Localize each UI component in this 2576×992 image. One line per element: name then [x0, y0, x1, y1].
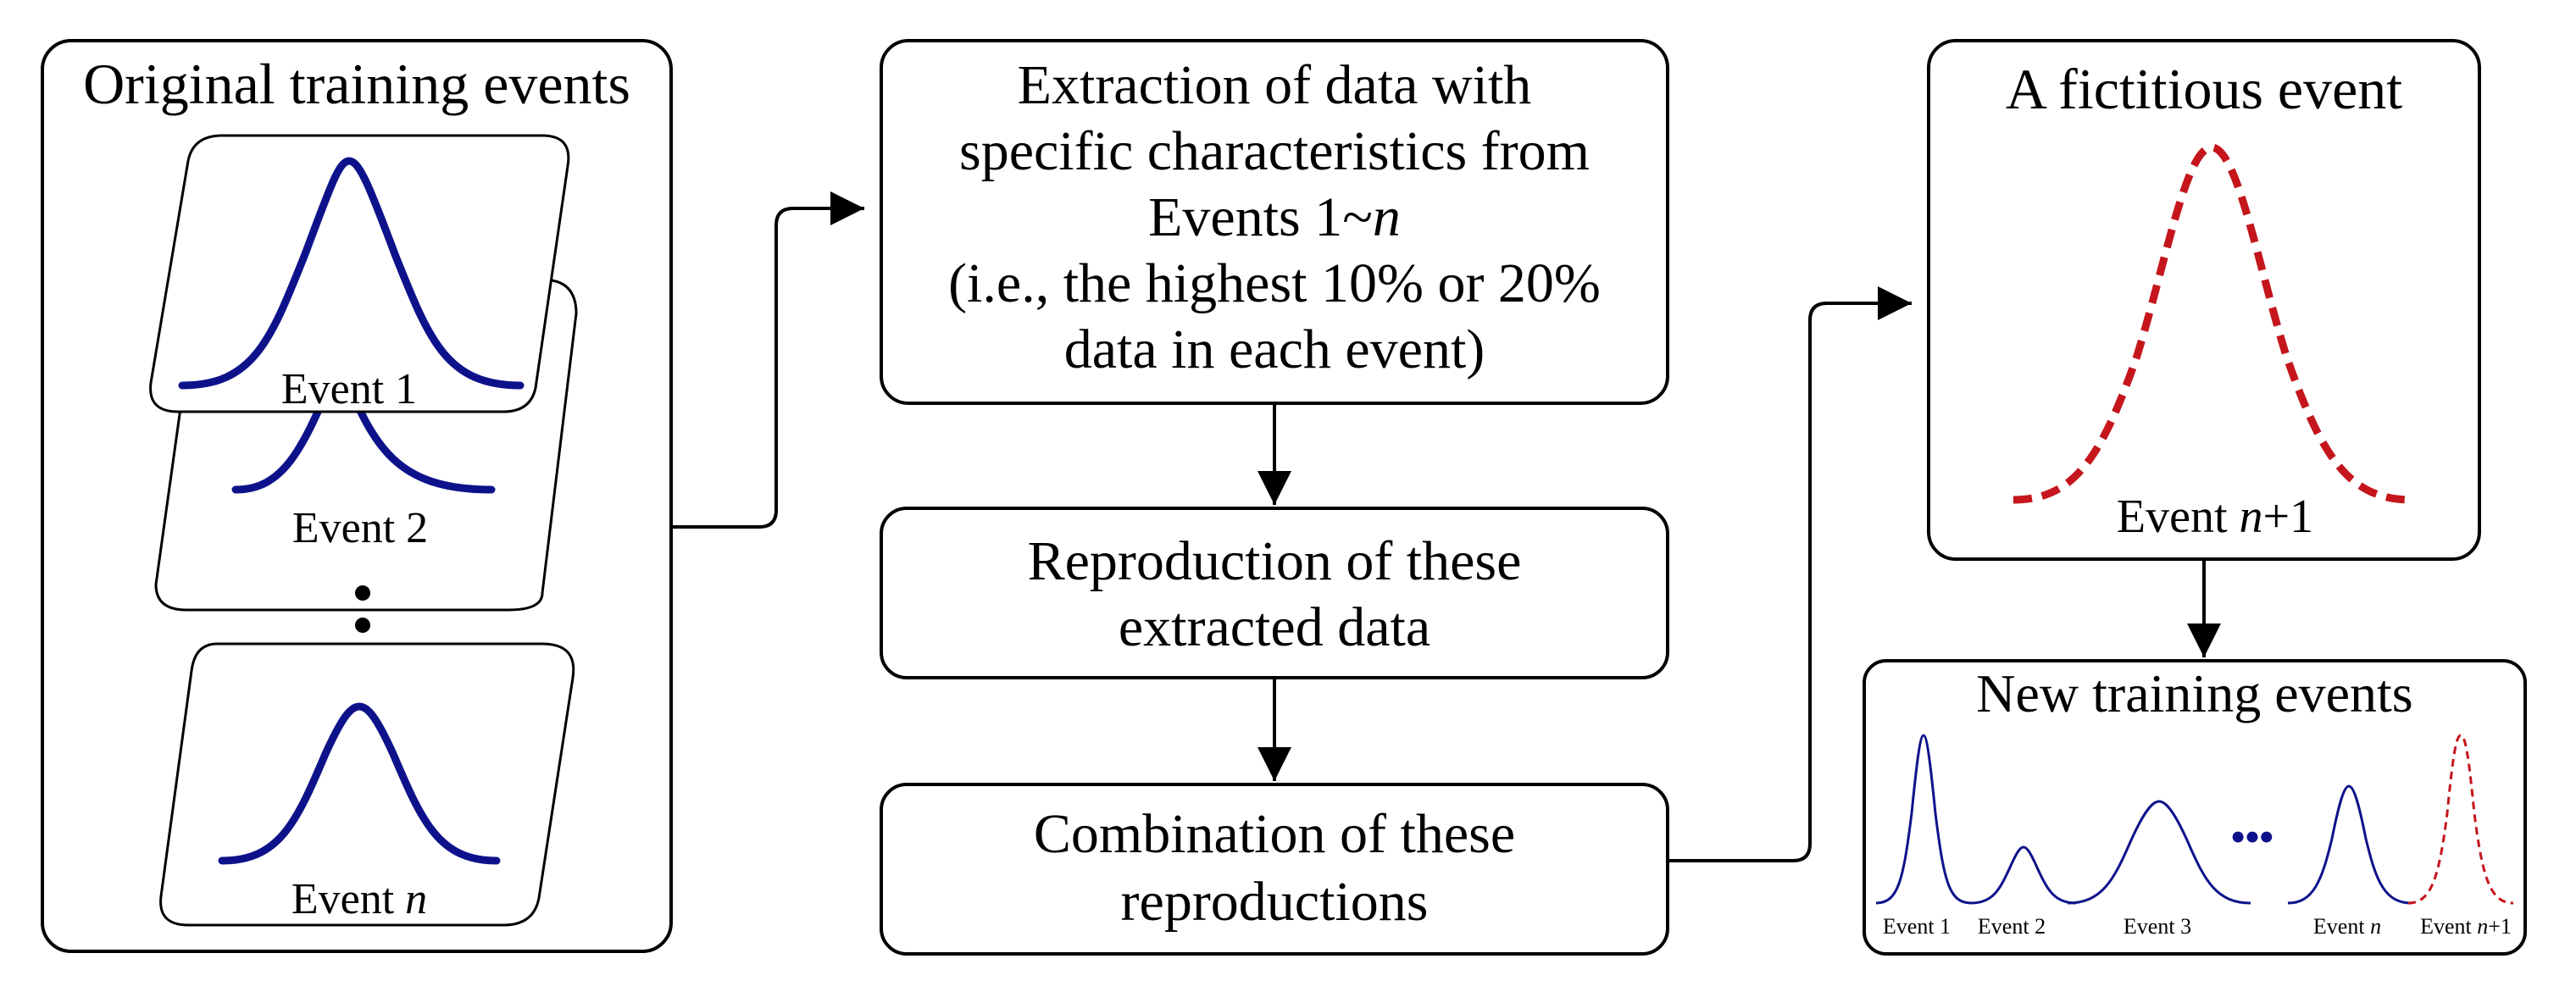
fictitious-event-label: Event n+1: [2117, 490, 2313, 543]
fictitious-event-curve: [2012, 143, 2412, 504]
combination-line-2: reproductions: [1121, 871, 1429, 933]
mini-label-event-1: Event 1: [1883, 914, 1951, 939]
reproduction-box: Reproduction of these extracted data: [880, 507, 1669, 679]
extraction-line-4: (i.e., the highest 10% or 20%: [948, 252, 1601, 314]
extraction-box: Extraction of data with specific charact…: [880, 39, 1669, 405]
mini-curve-event-2: [1970, 845, 2077, 905]
combination-box: Combination of these reproductions: [880, 783, 1669, 956]
new-events-box: New training events ••• Event 1 Event 2 …: [1863, 659, 2527, 956]
extraction-line-2: specific characteristics from: [959, 120, 1590, 182]
extraction-line-3: Events 1~n: [1148, 186, 1401, 248]
combination-line-1: Combination of these: [1034, 803, 1515, 865]
reproduction-line-1: Reproduction of these: [1028, 530, 1522, 592]
event-1-label: Event 1: [281, 365, 417, 413]
mini-label-event-2: Event 2: [1978, 914, 2046, 939]
mini-curve-event-1: [1875, 734, 1972, 905]
event-n-label: Event n: [291, 875, 427, 923]
fictitious-event-box: A fictitious event Event n+1: [1927, 39, 2481, 561]
event-1-curve: [178, 157, 525, 390]
mini-curve-event-3: [2067, 800, 2251, 905]
event-card-n: Event n: [159, 642, 575, 927]
mini-label-event-3: Event 3: [2124, 914, 2191, 939]
original-events-title: Original training events: [83, 52, 630, 116]
mini-curve-event-n: [2287, 784, 2412, 905]
event-card-1-frame: [149, 134, 570, 413]
reproduction-line-2: extracted data: [1119, 596, 1430, 658]
connector-original-to-extraction: [671, 191, 864, 529]
mini-label-event-n-plus-1: Event n+1: [2420, 914, 2512, 939]
new-events-title: New training events: [1976, 663, 2412, 723]
extraction-line-1: Extraction of data with: [1018, 54, 1532, 116]
extraction-line-5: data in each event): [1064, 319, 1485, 380]
mini-label-event-n: Event n: [2313, 914, 2381, 939]
event-2-label: Event 2: [292, 504, 428, 552]
combination-frame: [880, 783, 1669, 956]
new-events-ellipsis: •••: [2231, 815, 2273, 860]
event-card-1: Event 1: [149, 134, 570, 413]
event-n-curve: [218, 702, 501, 865]
fictitious-event-title: A fictitious event: [2006, 57, 2402, 121]
connector-combination-to-fictitious: [1668, 286, 1912, 862]
original-events-box: Original training events Event 2 Event 1…: [41, 39, 673, 953]
new-events-frame: [1863, 659, 2527, 956]
mini-curve-event-n-plus-1: [2407, 734, 2514, 905]
